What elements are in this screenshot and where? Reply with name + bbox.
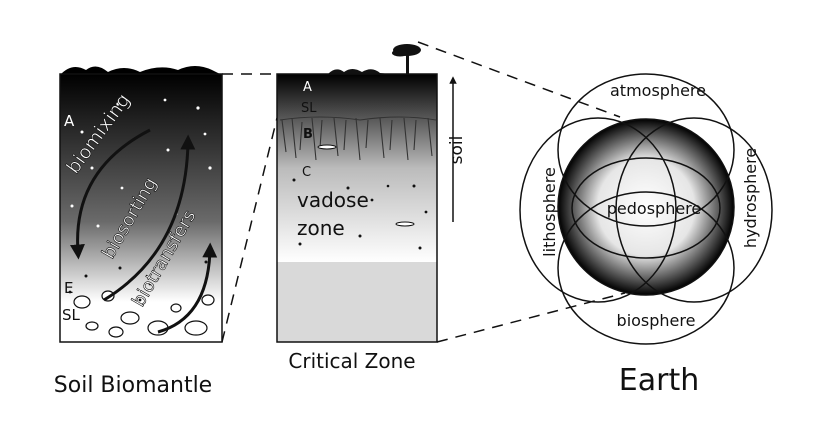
soil-depth-label: soil — [447, 136, 467, 165]
critical-zone-soil — [277, 74, 437, 262]
vadose-zone-line2: zone — [297, 216, 345, 240]
atmosphere-ring — [557, 73, 735, 227]
sphere-lithosphere: lithosphere — [540, 167, 559, 257]
critical-zone-caption: Critical Zone — [288, 349, 415, 373]
sphere-hydrosphere: hydrosphere — [741, 148, 760, 248]
critical-zone-frame — [276, 73, 438, 343]
critical-zone-panel: A SL B C vadose zone soil Critical Zone — [276, 44, 467, 373]
biosphere-ring — [557, 191, 735, 345]
biomantle-panel: A E SL biomixing biosorting biotransfers… — [54, 66, 223, 398]
cz-horizon-sl: SL — [301, 101, 317, 116]
earth-panel: atmosphere lithosphere hydrosphere pedos… — [519, 73, 773, 398]
earth-caption: Earth — [619, 363, 699, 398]
biomantle-dots — [70, 98, 212, 228]
hydrosphere-ring — [615, 117, 773, 303]
biomantle-horizon-sl: SL — [62, 306, 81, 324]
cz-horizon-c: C — [302, 165, 311, 180]
sphere-biosphere: biosphere — [617, 311, 696, 330]
earth-globe — [557, 118, 735, 296]
cz-horizon-b: B — [303, 127, 313, 142]
biomixing-arrow-left — [69, 128, 151, 260]
burrow-2 — [395, 221, 415, 227]
sphere-atmosphere: atmosphere — [610, 81, 706, 100]
biotransfers-arrow-up — [157, 242, 218, 334]
biomantle-dark-dots — [68, 260, 208, 302]
sphere-pedosphere: pedosphere — [607, 199, 702, 218]
biomantle-horizon-e: E — [64, 279, 73, 297]
pedosphere-ring — [571, 157, 721, 259]
biomantle-caption: Soil Biomantle — [54, 373, 212, 398]
critical-zone-bedrock — [277, 262, 437, 342]
critical-zone-surface — [328, 69, 390, 74]
cz-horizon-a: A — [303, 80, 312, 95]
b-horizon-roots — [279, 116, 437, 161]
biomantle-horizon-a: A — [64, 112, 75, 130]
tree-icon — [392, 44, 421, 74]
biosorting-arrow-up — [103, 134, 196, 302]
vadose-dots — [292, 178, 428, 250]
biomantle-surface — [60, 66, 222, 75]
lithosphere-ring — [519, 117, 677, 303]
sphere-rings — [519, 73, 773, 345]
burrow-1 — [317, 144, 337, 150]
vadose-zone-line1: vadose — [297, 188, 369, 212]
